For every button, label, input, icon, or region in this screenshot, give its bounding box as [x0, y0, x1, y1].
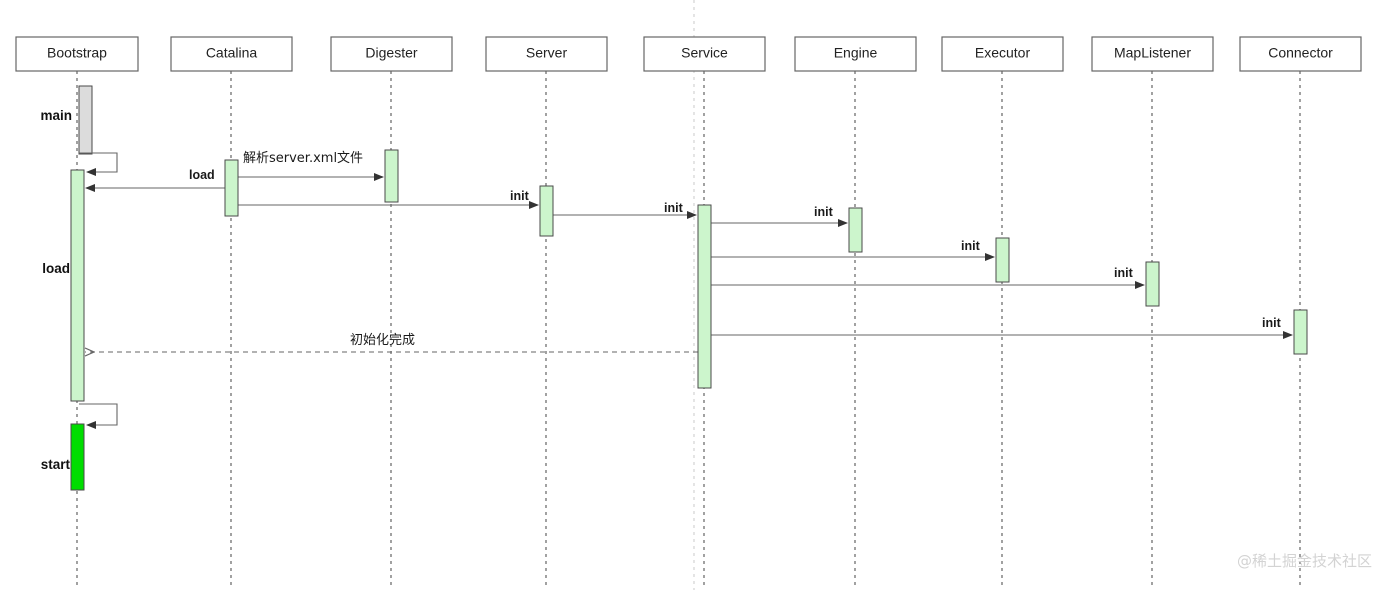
participant-label-catalina: Catalina — [206, 45, 258, 61]
self-call-main-to-load — [79, 152, 118, 176]
label-msg-init-server: init — [510, 189, 530, 203]
participant-connector[interactable]: Connector — [1239, 36, 1362, 72]
participant-box-service[interactable] — [643, 36, 766, 72]
label-msg-init-service: init — [664, 201, 684, 215]
participant-label-bootstrap: Bootstrap — [47, 45, 107, 61]
phase-label-main: main — [40, 108, 72, 123]
phase-label-start: start — [41, 457, 71, 472]
lifelines-layer — [76, 71, 1301, 586]
phase-labels-layer: main load start — [40, 108, 72, 472]
connector-activation — [1293, 309, 1308, 355]
maplistener-activation — [1145, 261, 1160, 307]
label-msg-init-maplistener: init — [1114, 266, 1134, 280]
participant-label-server: Server — [526, 45, 568, 61]
participant-label-executor: Executor — [975, 45, 1031, 61]
executor-activation — [995, 237, 1010, 283]
bootstrap-main-activation — [78, 85, 93, 155]
participant-box-digester[interactable] — [330, 36, 453, 72]
participant-engine[interactable]: Engine — [794, 36, 917, 72]
engine-activation — [848, 207, 863, 253]
server-activation — [539, 185, 554, 237]
participant-digester[interactable]: Digester — [330, 36, 453, 72]
participant-box-connector[interactable] — [1239, 36, 1362, 72]
participant-label-service: Service — [681, 45, 728, 61]
participant-maplistener[interactable]: MapListener — [1091, 36, 1214, 72]
catalina-activation — [224, 159, 239, 217]
self-calls-layer — [79, 152, 118, 429]
participant-service[interactable]: Service — [643, 36, 766, 72]
self-call-load-to-start — [79, 403, 118, 429]
participant-box-executor[interactable] — [941, 36, 1064, 72]
bootstrap-start-activation — [70, 423, 85, 491]
participant-box-engine[interactable] — [794, 36, 917, 72]
label-msg-load: load — [189, 168, 215, 182]
participant-box-maplistener[interactable] — [1091, 36, 1214, 72]
watermark-layer: @稀土掘金技术社区 — [1237, 552, 1372, 570]
messages-layer — [85, 173, 1293, 352]
participant-label-maplistener: MapListener — [1114, 45, 1191, 61]
participant-server[interactable]: Server — [485, 36, 608, 72]
participant-label-connector: Connector — [1268, 45, 1333, 61]
participants-layer: Bootstrap Catalina Digester Server Service En… — [15, 36, 1362, 72]
label-msg-init-complete: 初始化完成 — [350, 333, 415, 348]
bootstrap-load-activation — [70, 169, 85, 402]
participant-box-bootstrap[interactable] — [15, 36, 139, 72]
participant-label-digester: Digester — [365, 45, 417, 61]
participant-executor[interactable]: Executor — [941, 36, 1064, 72]
participant-label-engine: Engine — [834, 45, 878, 61]
digester-activation — [384, 149, 399, 203]
label-msg-init-engine: init — [814, 205, 834, 219]
participant-bootstrap[interactable]: Bootstrap — [15, 36, 139, 72]
label-msg-parse-server-xml: 解析server.xml文件 — [243, 151, 363, 166]
participant-box-catalina[interactable] — [170, 36, 293, 72]
service-activation — [697, 204, 712, 389]
participant-catalina[interactable]: Catalina — [170, 36, 293, 72]
watermark-text: @稀土掘金技术社区 — [1237, 552, 1372, 570]
participant-box-server[interactable] — [485, 36, 608, 72]
label-msg-init-connector: init — [1262, 316, 1282, 330]
phase-label-load: load — [42, 261, 70, 276]
label-msg-init-executor: init — [961, 239, 981, 253]
activations-layer — [70, 85, 1308, 491]
message-labels-layer: load 解析server.xml文件 init init init init init in… — [189, 151, 1282, 348]
